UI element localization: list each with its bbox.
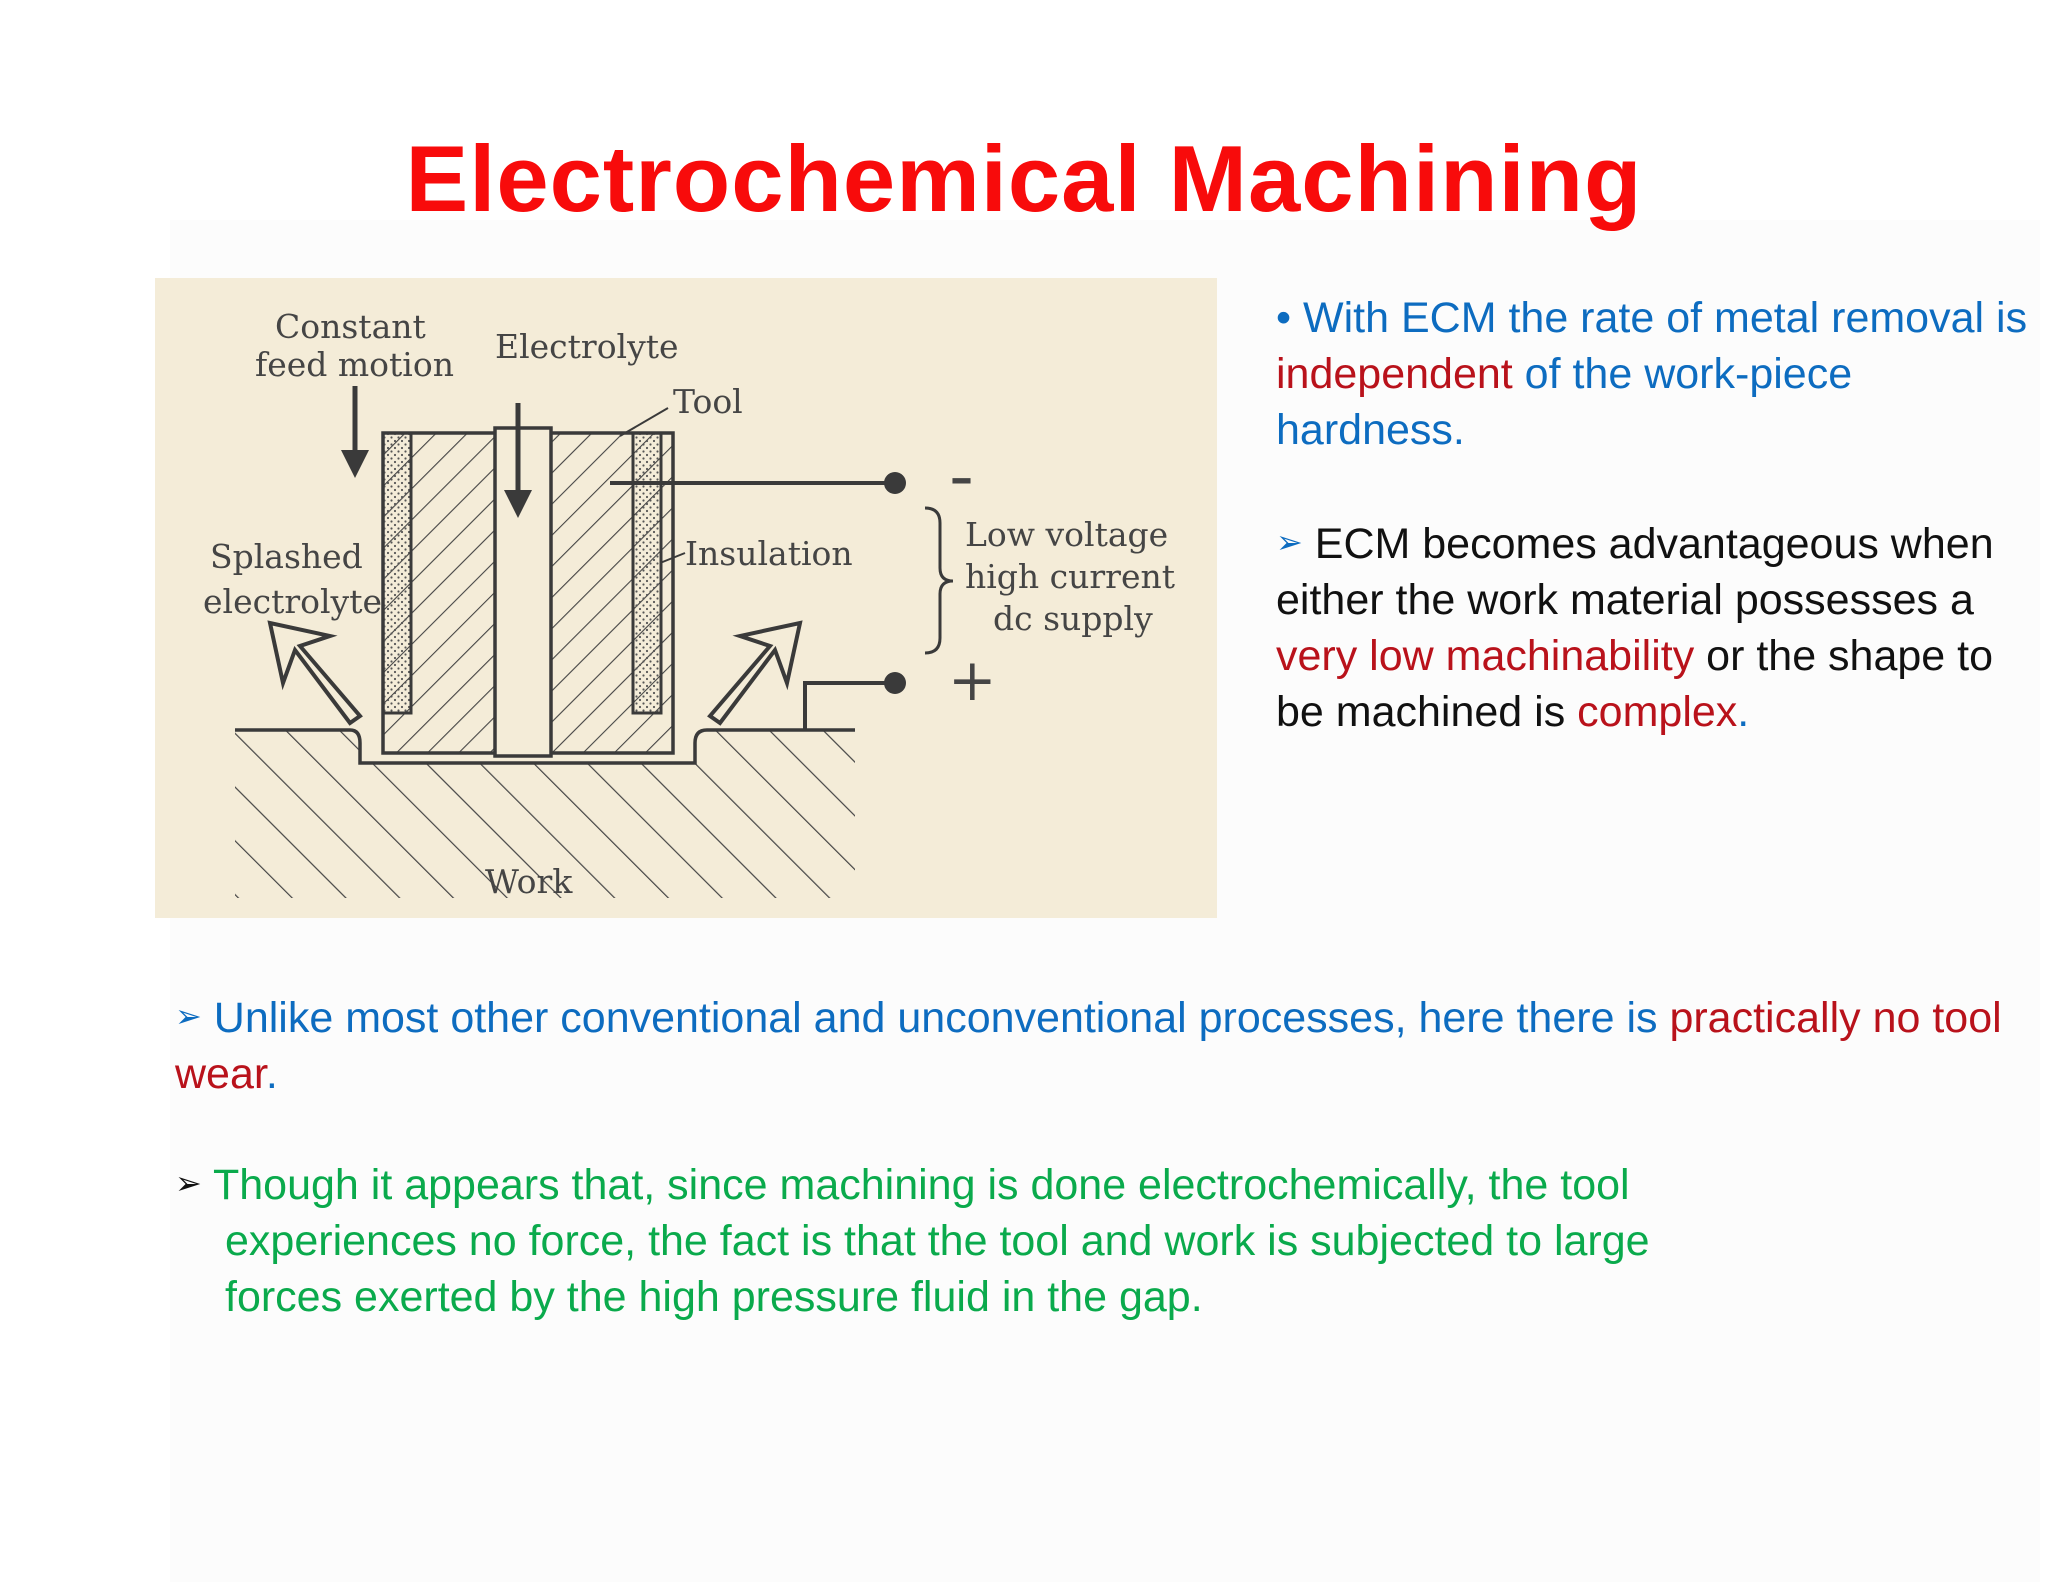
point-forces-line-3: forces exerted by the high pressure flui… <box>225 1273 1203 1321</box>
label-feed-motion: feed motion <box>255 345 454 384</box>
point-ecm-advantage: ➢ ECM becomes advantageous when either t… <box>1276 514 2036 740</box>
point-ecm-rate: • With ECM the rate of metal removal is … <box>1276 290 2036 458</box>
label-dc-supply: dc supply <box>993 599 1153 638</box>
point-ecm-rate-text-c: of the work-piece hardness. <box>1276 350 1853 454</box>
point-ecm-advantage-highlight-2: complex <box>1577 688 1738 736</box>
point-no-tool-wear: ➢ Unlike most other conventional and unc… <box>175 988 2015 1102</box>
point-ecm-advantage-text-a: ECM becomes advantageous when either the… <box>1276 520 1994 624</box>
ecm-diagram: Constant feed motion Electrolyte Tool – … <box>155 278 1217 918</box>
label-constant: Constant <box>275 307 426 346</box>
point-forces: ➢ Though it appears that, since machinin… <box>175 1155 2015 1325</box>
point-no-tool-wear-text-c: . <box>265 1050 278 1098</box>
splash-right-arrow-icon <box>707 620 803 726</box>
label-tool: Tool <box>673 382 743 421</box>
label-work: Work <box>485 862 573 901</box>
bullet-dot: • <box>1276 294 1292 342</box>
point-ecm-rate-highlight: independent <box>1276 350 1513 398</box>
point-no-tool-wear-highlight: practically no tool wear <box>175 994 2002 1098</box>
arrow-bullet-icon: ➢ <box>1276 523 1303 561</box>
point-no-tool-wear-text-a: Unlike most other conventional and uncon… <box>201 994 1670 1042</box>
label-minus: – <box>950 450 973 504</box>
positive-terminal <box>803 672 906 730</box>
tool <box>381 426 675 758</box>
feed-motion-arrow-icon <box>341 386 369 478</box>
label-splashed-electrolyte: electrolyte <box>203 582 382 621</box>
electrolyte-arrow-icon <box>504 403 532 518</box>
label-splashed: Splashed <box>210 537 363 576</box>
label-plus: + <box>948 646 997 714</box>
work-piece <box>235 728 855 898</box>
supply-brace <box>924 506 954 655</box>
negative-terminal <box>610 472 906 494</box>
label-insulation: Insulation <box>685 534 853 573</box>
point-forces-line-2: experiences no force, the fact is that t… <box>225 1217 1650 1265</box>
point-ecm-advantage-text-c: or the shape to be machined is <box>1276 632 1994 736</box>
label-high-current: high current <box>965 557 1175 596</box>
label-low-voltage: Low voltage <box>965 515 1168 554</box>
point-ecm-advantage-text-e: . <box>1737 688 1750 736</box>
slide-title: Electrochemical Machining <box>405 126 1643 231</box>
arrow-bullet-icon: ➢ <box>175 1164 202 1202</box>
point-ecm-advantage-highlight-1: very low machinability <box>1276 632 1695 680</box>
label-electrolyte: Electrolyte <box>495 327 679 366</box>
point-ecm-rate-text-a: With ECM the rate of metal removal is <box>1303 294 2028 342</box>
splash-left-arrow-icon <box>267 620 363 726</box>
point-forces-line-1: Though it appears that, since machining … <box>201 1161 1630 1209</box>
arrow-bullet-icon: ➢ <box>175 997 202 1035</box>
